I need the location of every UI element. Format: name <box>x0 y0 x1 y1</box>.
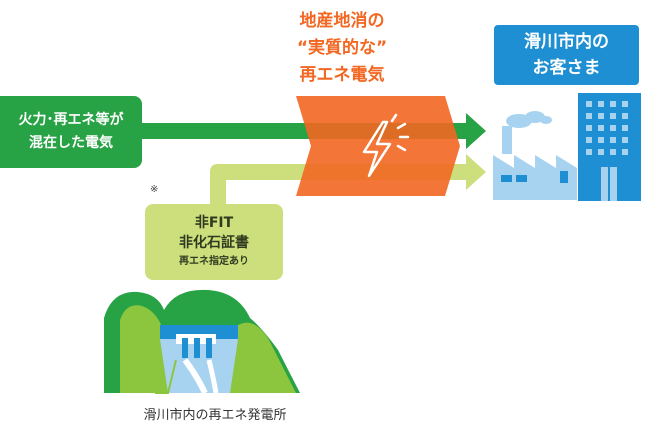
headline-line-2: “実質的な” <box>296 38 388 58</box>
factory-icon <box>493 111 577 200</box>
office-building-icon <box>578 93 641 201</box>
local-renewable-band <box>296 96 460 196</box>
customer-box: 滑川市内の お客さま <box>494 25 639 85</box>
note-mark: ※ <box>150 184 159 195</box>
mixed-electricity-box: 火力･再エネ等が 混在した電気 <box>0 96 142 168</box>
certificate-line-1: 非FIT <box>194 215 234 231</box>
non-fossil-certificate-box: 非FIT 非化石証書 再エネ指定あり <box>145 204 283 280</box>
customer-line-2: お客さま <box>532 58 601 78</box>
local-renewable-headline: 地産地消の “実質的な” 再エネ電気 <box>262 8 422 89</box>
dam-icon <box>155 325 238 395</box>
headline-line-3: 再エネ電気 <box>299 65 385 85</box>
source-box-line-2: 混在した電気 <box>29 135 113 151</box>
headline-line-1: 地産地消の <box>299 11 385 31</box>
certificate-sub: 再エネ指定あり <box>179 256 249 267</box>
customer-line-1: 滑川市内の <box>524 32 609 52</box>
source-box-line-1: 火力･再エネ等が <box>18 112 124 128</box>
lightning-icon <box>362 113 410 178</box>
certificate-line-2: 非化石証書 <box>179 235 249 251</box>
plant-caption: 滑川市内の再エネ発電所 <box>143 408 287 423</box>
